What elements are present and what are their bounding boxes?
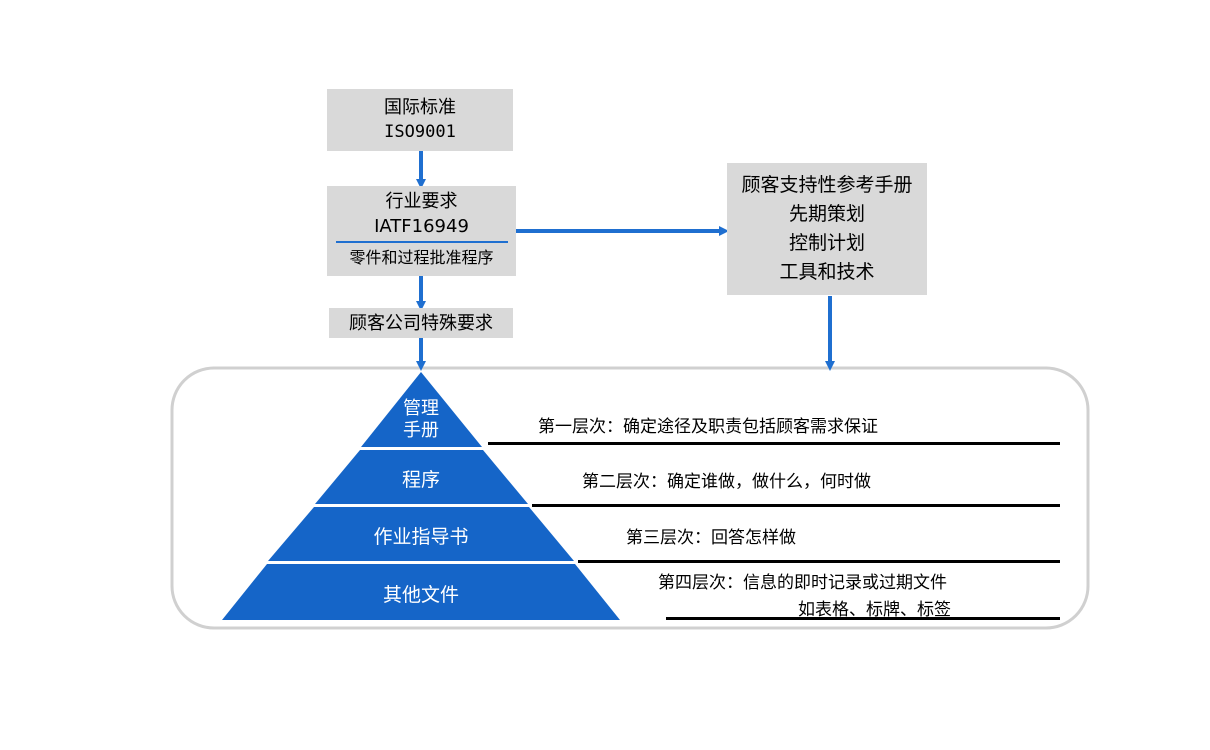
pyramid-tier-1-label: 管理 手册 (381, 398, 461, 442)
pyramid-tier-1-line1: 管理 (403, 398, 439, 419)
level-4-rule (666, 617, 1060, 620)
manual-box: 顾客支持性参考手册 先期策划 控制计划 工具和技术 (727, 163, 927, 295)
standard-code: ISO9001 (384, 122, 456, 142)
pyramid-tier-3-label: 作业指导书 (373, 526, 469, 548)
industry-box: 行业要求 IATF16949 零件和过程批准程序 (327, 186, 516, 276)
level-2-text: 第二层次：确定谁做，做什么，何时做 (582, 472, 871, 492)
level-2-rule (532, 504, 1060, 507)
industry-code: IATF16949 (374, 216, 469, 237)
pyramid-tier-4-label: 其他文件 (382, 584, 459, 606)
industry-ppap: 零件和过程批准程序 (349, 248, 494, 267)
manual-item-planning: 先期策划 (788, 203, 865, 225)
pyramid-tier-4 (222, 564, 620, 620)
customer-specific-box: 顾客公司特殊要求 (329, 308, 513, 338)
manual-item-tools: 工具和技术 (779, 261, 875, 283)
pyramid-tier-2-label: 程序 (401, 469, 440, 491)
pyramid-tier-3 (268, 507, 574, 561)
industry-divider (335, 241, 508, 243)
customer-specific-label: 顾客公司特殊要求 (349, 312, 493, 334)
standard-box: 国际标准 ISO9001 (327, 89, 513, 151)
level-4-text-line1: 第四层次：信息的即时记录或过期文件 (658, 573, 947, 593)
pyramid-tier-2 (315, 450, 528, 504)
manual-item-control: 控制计划 (788, 232, 865, 254)
standard-title: 国际标准 (384, 97, 456, 118)
pyramid-tier-1-line2: 手册 (403, 420, 439, 441)
manual-title: 顾客支持性参考手册 (741, 174, 913, 196)
level-1-text: 第一层次：确定途径及职责包括顾客需求保证 (538, 417, 878, 437)
pyramid-tier-1 (361, 372, 482, 447)
industry-title: 行业要求 (385, 191, 458, 212)
level-1-rule (488, 442, 1060, 445)
level-3-rule (578, 560, 1060, 563)
level-3-text: 第三层次：回答怎样做 (626, 528, 796, 548)
level-4-text-line2: 如表格、标牌、标签 (798, 600, 951, 620)
